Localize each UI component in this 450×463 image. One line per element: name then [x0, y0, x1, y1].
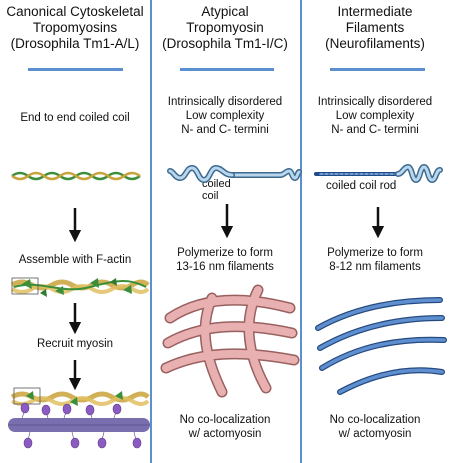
- intermediate-localization-line1: No co-localization: [329, 414, 421, 426]
- atypical-description-line2: Low complexity: [185, 110, 265, 122]
- intermediate-polymerize: Polymerize to form 8-12 nm filaments: [300, 246, 450, 274]
- intermediate-description-line1: Intrinsically disordered: [317, 96, 433, 108]
- atypical-title-line3: (Drosophila Tm1-I/C): [162, 36, 288, 51]
- atypical-domain-label: coiled coil: [202, 178, 231, 202]
- canonical-description: End to end coiled coil: [20, 112, 130, 124]
- canonical-title-line1: Canonical Cytoskeletal: [6, 4, 144, 19]
- atypical-description-line1: Intrinsically disordered: [167, 96, 283, 108]
- atypical-polymerize-line2: 13-16 nm filaments: [176, 261, 274, 273]
- atypical-localization-line1: No co-localization: [179, 414, 271, 426]
- atypical-title-line1: Atypical: [201, 4, 249, 19]
- atypical-localization: No co-localization w/ actomyosin: [150, 413, 300, 441]
- atypical-tropomyosin-graphic: [167, 164, 302, 184]
- atypical-title-underline: [180, 68, 274, 71]
- atypical-polymerize: Polymerize to form 13-16 nm filaments: [150, 246, 300, 274]
- canonical-step-factin: Assemble with F-actin: [18, 254, 132, 266]
- intermediate-title-line3: (Neurofilaments): [325, 36, 425, 51]
- column-divider-left: [150, 0, 152, 463]
- atypical-title-line2: Tropomyosin: [186, 20, 264, 35]
- atypical-title: Atypical Tropomyosin (Drosophila Tm1-I/C…: [150, 4, 300, 52]
- atypical-domain-label-line2: coil: [202, 190, 219, 202]
- intermediate-title: Intermediate Filaments (Neurofilaments): [300, 4, 450, 52]
- intermediate-description-line3: N- and C- termini: [331, 124, 419, 136]
- intermediate-domain-label: coiled coil rod: [326, 180, 397, 192]
- intermediate-title-line1: Intermediate: [337, 4, 413, 19]
- intermediate-polymerize-line2: 8-12 nm filaments: [329, 261, 421, 273]
- column-divider-right: [300, 0, 302, 463]
- atypical-description-line3: N- and C- termini: [181, 124, 269, 136]
- atypical-filaments-graphic: [160, 284, 300, 398]
- canonical-step-myosin: Recruit myosin: [36, 338, 114, 350]
- atypical-localization-line2: w/ actomyosin: [188, 428, 262, 440]
- intermediate-polymerize-line1: Polymerize to form: [327, 247, 423, 259]
- canonical-title: Canonical Cytoskeletal Tropomyosins (Dro…: [0, 4, 150, 52]
- intermediate-localization-line2: w/ actomyosin: [338, 428, 412, 440]
- atypical-description: Intrinsically disordered Low complexity …: [150, 95, 300, 137]
- intermediate-description-line2: Low complexity: [335, 110, 415, 122]
- actomyosin-graphic: [8, 387, 150, 449]
- intermediate-description: Intrinsically disordered Low complexity …: [300, 95, 450, 137]
- intermediate-title-line2: Filaments: [345, 20, 405, 35]
- coiled-coil-graphic: [11, 171, 141, 181]
- intermediate-localization: No co-localization w/ actomyosin: [300, 413, 450, 441]
- canonical-title-line3: (Drosophila Tm1-A/L): [10, 36, 140, 51]
- neurofilament-subunit-graphic: [314, 163, 443, 184]
- intermediate-filaments-graphic: [315, 297, 447, 395]
- atypical-polymerize-line1: Polymerize to form: [177, 247, 273, 259]
- atypical-domain-label-line1: coiled: [202, 178, 231, 190]
- intermediate-title-underline: [330, 68, 425, 71]
- factin-tropomyosin-graphic: [10, 277, 150, 297]
- canonical-title-line2: Tropomyosins: [32, 20, 118, 35]
- canonical-title-underline: [28, 68, 123, 71]
